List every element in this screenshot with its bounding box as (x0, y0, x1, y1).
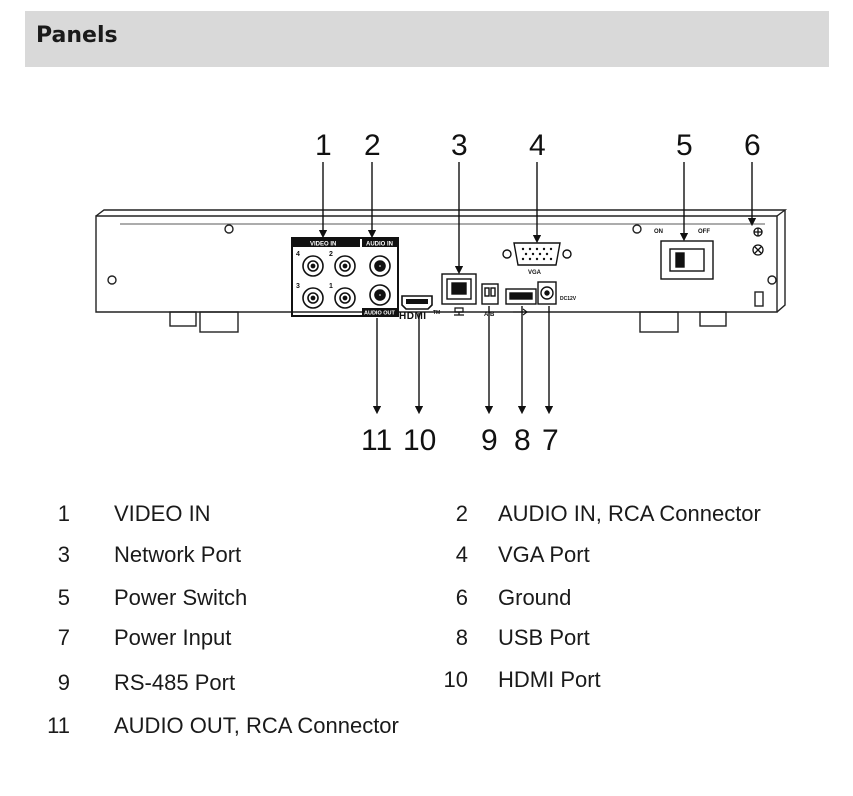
video-audio-block: VIDEO IN AUDIO IN AUDIO OUT 4 2 3 1 (291, 237, 399, 317)
bnc-connector-2 (334, 255, 356, 277)
legend-number: 9 (57, 670, 70, 695)
audio-out-label: AUDIO OUT (364, 311, 396, 317)
page-title: Panels (36, 23, 118, 48)
legend-number: 1 (57, 501, 70, 526)
channel-2-label: 2 (329, 251, 333, 258)
legend-number: 8 (455, 625, 468, 650)
rca-audio-out (369, 284, 391, 306)
vga-port: VGA (502, 242, 572, 276)
bnc-connector-3 (302, 287, 324, 309)
channel-4-label: 4 (296, 251, 300, 258)
legend-text: Power Input (114, 625, 232, 650)
callout-6: 6 (744, 129, 761, 162)
legend-number: 10 (443, 667, 468, 692)
callout-2: 2 (364, 129, 381, 162)
callout-leaders (318, 162, 757, 415)
bnc-connector-1 (334, 287, 356, 309)
legend-number: 3 (57, 542, 70, 567)
callout-9: 9 (481, 424, 498, 457)
bnc-connector-4 (302, 255, 324, 277)
legend-text: RS-485 Port (114, 670, 236, 695)
legend-text: HDMI Port (498, 667, 601, 692)
dc-label: DC12V (560, 296, 577, 302)
callout-7: 7 (542, 424, 559, 457)
hdmi-tm: TM (433, 310, 440, 316)
hdmi-port: HDMI TM (399, 295, 440, 322)
rs485-port: A/B (481, 283, 499, 318)
legend-number: 11 (47, 713, 70, 738)
network-port (441, 273, 477, 316)
hdmi-logo: HDMI (399, 311, 427, 322)
legend-text: VGA Port (498, 542, 590, 567)
callout-4: 4 (529, 129, 546, 162)
switch-on-label: ON (654, 229, 663, 235)
ground-terminal (752, 227, 764, 256)
callout-11: 11 (361, 424, 392, 457)
rear-panel-diagram: VIDEO IN AUDIO IN AUDIO OUT 4 2 3 1 HDMI… (95, 129, 788, 457)
callout-5: 5 (676, 129, 693, 162)
legend-text: Ground (498, 585, 572, 610)
legend-text: VIDEO IN (114, 501, 211, 526)
usb-port (505, 288, 537, 316)
channel-3-label: 3 (296, 283, 300, 290)
switch-off-label: OFF (698, 229, 710, 235)
channel-1-label: 1 (329, 283, 333, 290)
legend-text: AUDIO IN, RCA Connector (498, 501, 761, 526)
legend-number: 6 (455, 585, 468, 610)
callout-8: 8 (514, 424, 531, 457)
legend-text: Power Switch (114, 585, 248, 610)
legend-number: 4 (455, 542, 468, 567)
video-in-label: VIDEO IN (310, 242, 336, 248)
legend-text: USB Port (498, 625, 590, 650)
dc-power-input: DC12V (537, 281, 577, 305)
legend-text: Network Port (114, 542, 242, 567)
vga-label: VGA (528, 270, 542, 276)
callout-1: 1 (315, 129, 332, 162)
legend-text: AUDIO OUT, RCA Connector (114, 713, 399, 738)
callout-3: 3 (451, 129, 468, 162)
audio-in-label: AUDIO IN (366, 242, 393, 248)
legend-number: 5 (57, 585, 70, 610)
callout-10: 10 (403, 424, 436, 457)
rca-audio-in (369, 255, 391, 277)
section-header: Panels (25, 11, 829, 67)
legend-number: 7 (57, 625, 70, 650)
legend-number: 2 (455, 501, 468, 526)
chassis (95, 209, 788, 333)
